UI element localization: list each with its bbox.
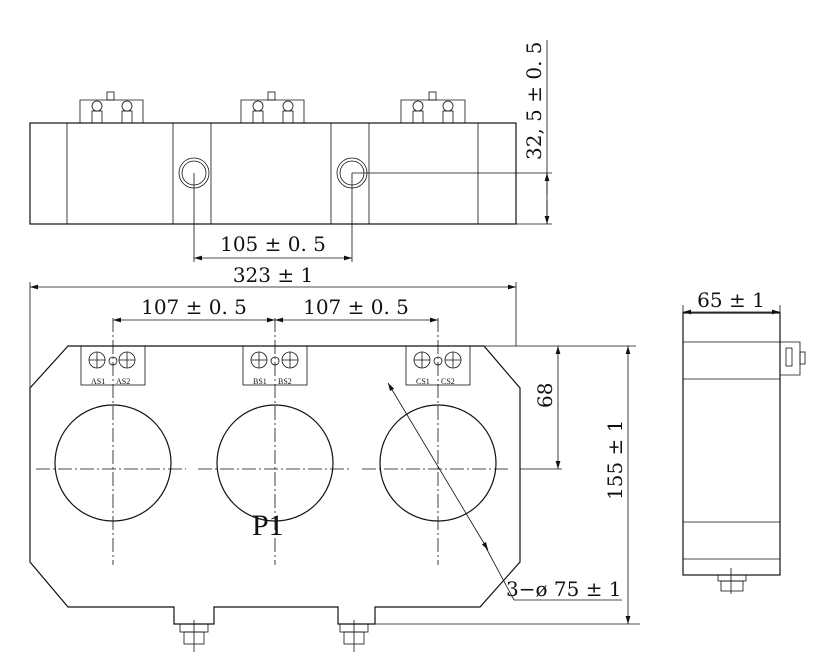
terminal-label: CS2 — [441, 377, 455, 386]
terminal-label: BS2 — [278, 377, 292, 386]
terminal-block — [80, 345, 471, 386]
terminal-block — [79, 91, 466, 124]
dim-overall-height: 155 ± 1 — [603, 420, 627, 500]
terminal-label: AS2 — [116, 377, 130, 386]
bolt — [179, 620, 369, 652]
dim-center-height: 68 — [533, 383, 557, 408]
marking-p1: P1 — [252, 509, 284, 542]
side-view: 65 ± 1 — [682, 288, 806, 594]
dim-pitch-right: 107 ± 0. 5 — [303, 295, 409, 319]
terminal-label: CS1 — [416, 377, 430, 386]
dim-overall-length: 323 ± 1 — [233, 263, 313, 287]
dim-top-height: 32, 5 ± 0. 5 — [522, 41, 546, 160]
dim-depth: 65 ± 1 — [697, 288, 765, 312]
dim-hole-pitch: 105 ± 0. 5 — [220, 232, 326, 256]
terminal-label: AS1 — [91, 377, 105, 386]
dim-aperture: 3−ø 75 ± 1 — [506, 577, 622, 601]
aperture — [54, 404, 497, 522]
terminal-label: BS1 — [253, 377, 267, 386]
mounting-hole — [178, 157, 368, 189]
bolt — [717, 568, 747, 594]
top-view: 105 ± 0. 5 32, 5 ± 0. 5 — [29, 40, 552, 262]
dim-pitch-left: 107 ± 0. 5 — [141, 295, 247, 319]
front-view: AS1 AS2 BS1 BS2 CS1 CS2 P1 323 ± 1 107 ±… — [29, 263, 640, 652]
